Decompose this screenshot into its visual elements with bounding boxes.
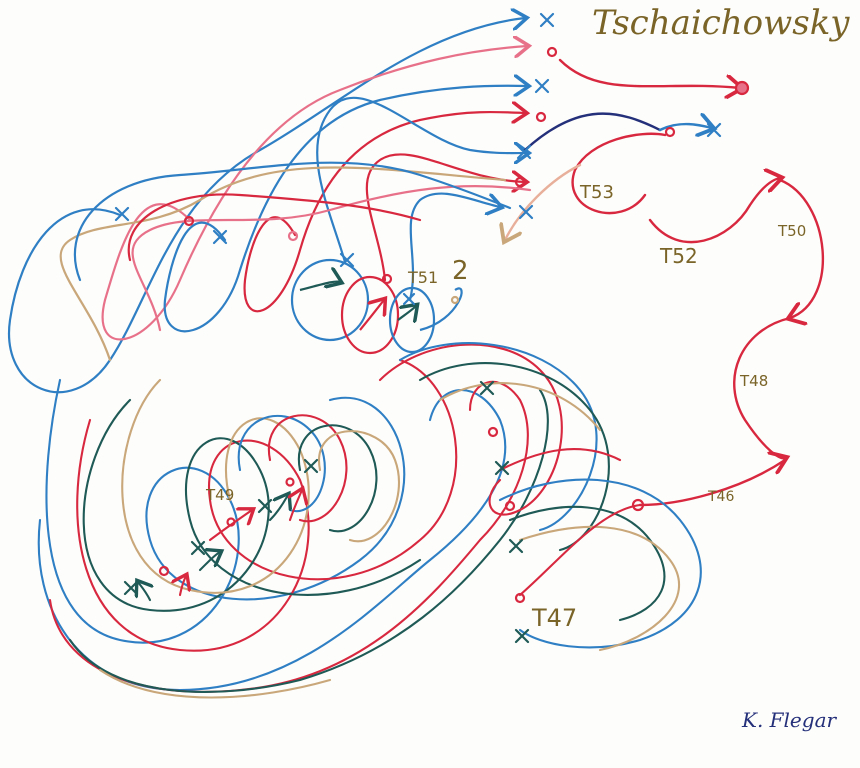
terminal-marks [114,12,750,644]
label-two: 2 [452,256,469,286]
label-t48: T48 [740,372,769,390]
label-t52: T52 [660,244,698,268]
label-t50: T50 [778,222,807,240]
label-t53: T53 [580,182,614,203]
artist-signature: K. Flegar [742,708,837,732]
label-t51: T51 [408,268,439,287]
label-t46: T46 [708,489,735,505]
label-t49: T49 [206,486,235,504]
drawing-title: Tschaichowsky [592,3,850,43]
upper-stroke-fan [7,18,530,394]
lower-tangle [37,342,702,699]
label-t47: T47 [532,604,578,632]
upper-right-motifs [505,58,825,507]
